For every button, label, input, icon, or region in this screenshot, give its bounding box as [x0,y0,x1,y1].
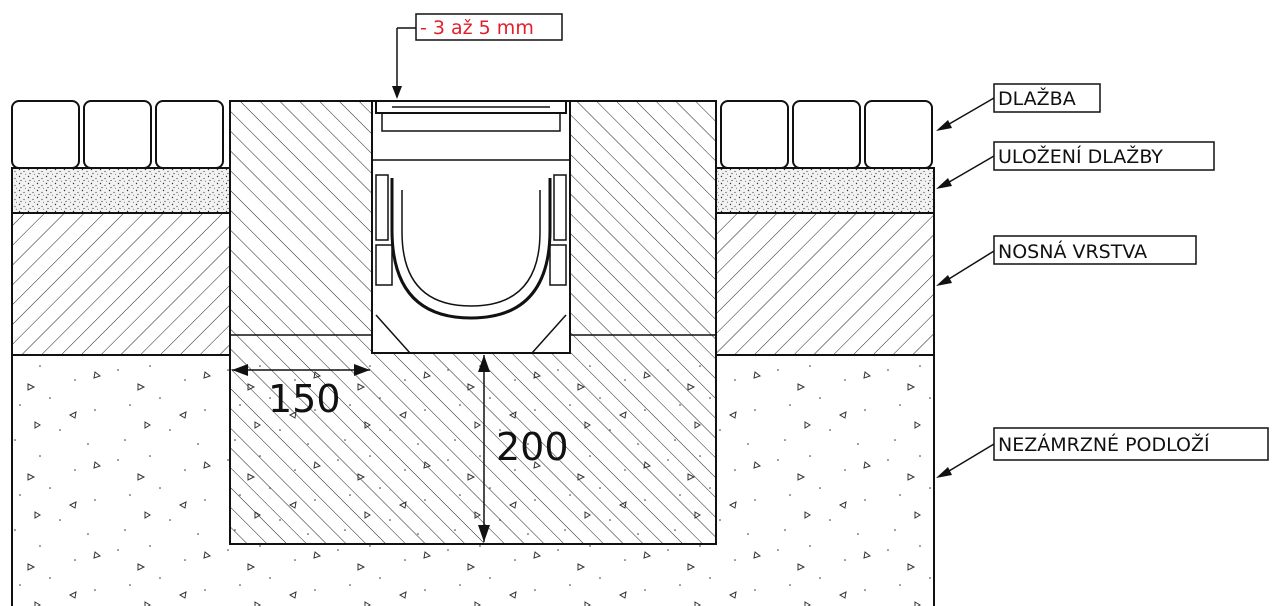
label-subgrade: NEZÁMRZNÉ PODLOŽÍ [936,427,1269,478]
label-base-layer: NOSNÁ VRSTVA [936,235,1197,286]
width-dimension: 150 [232,364,370,421]
depth-dimension: 200 [478,355,569,542]
width-dimension-label: 150 [268,377,341,421]
base-layer-left [11,212,231,356]
label-subgrade-text: NEZÁMRZNÉ PODLOŽÍ [998,433,1210,456]
tolerance-label: - 3 až 5 mm [420,17,534,39]
base-layer-right [715,212,935,356]
label-paving-text: DLAŽBA [998,87,1076,110]
label-paving: DLAŽBA [936,83,1101,131]
label-paving-bedding: ULOŽENÍ DLAŽBY [936,141,1215,189]
tolerance-callout: - 3 až 5 mm [392,13,563,99]
drainage-channel [371,100,571,354]
paving-stones-left [11,100,224,169]
label-base-layer-text: NOSNÁ VRSTVA [998,240,1147,263]
paving-bedding-right [715,167,935,214]
paving-bedding-left [11,167,231,214]
paving-stones-right [720,100,933,169]
depth-dimension-label: 200 [496,425,569,469]
label-paving-bedding-text: ULOŽENÍ DLAŽBY [998,145,1163,168]
